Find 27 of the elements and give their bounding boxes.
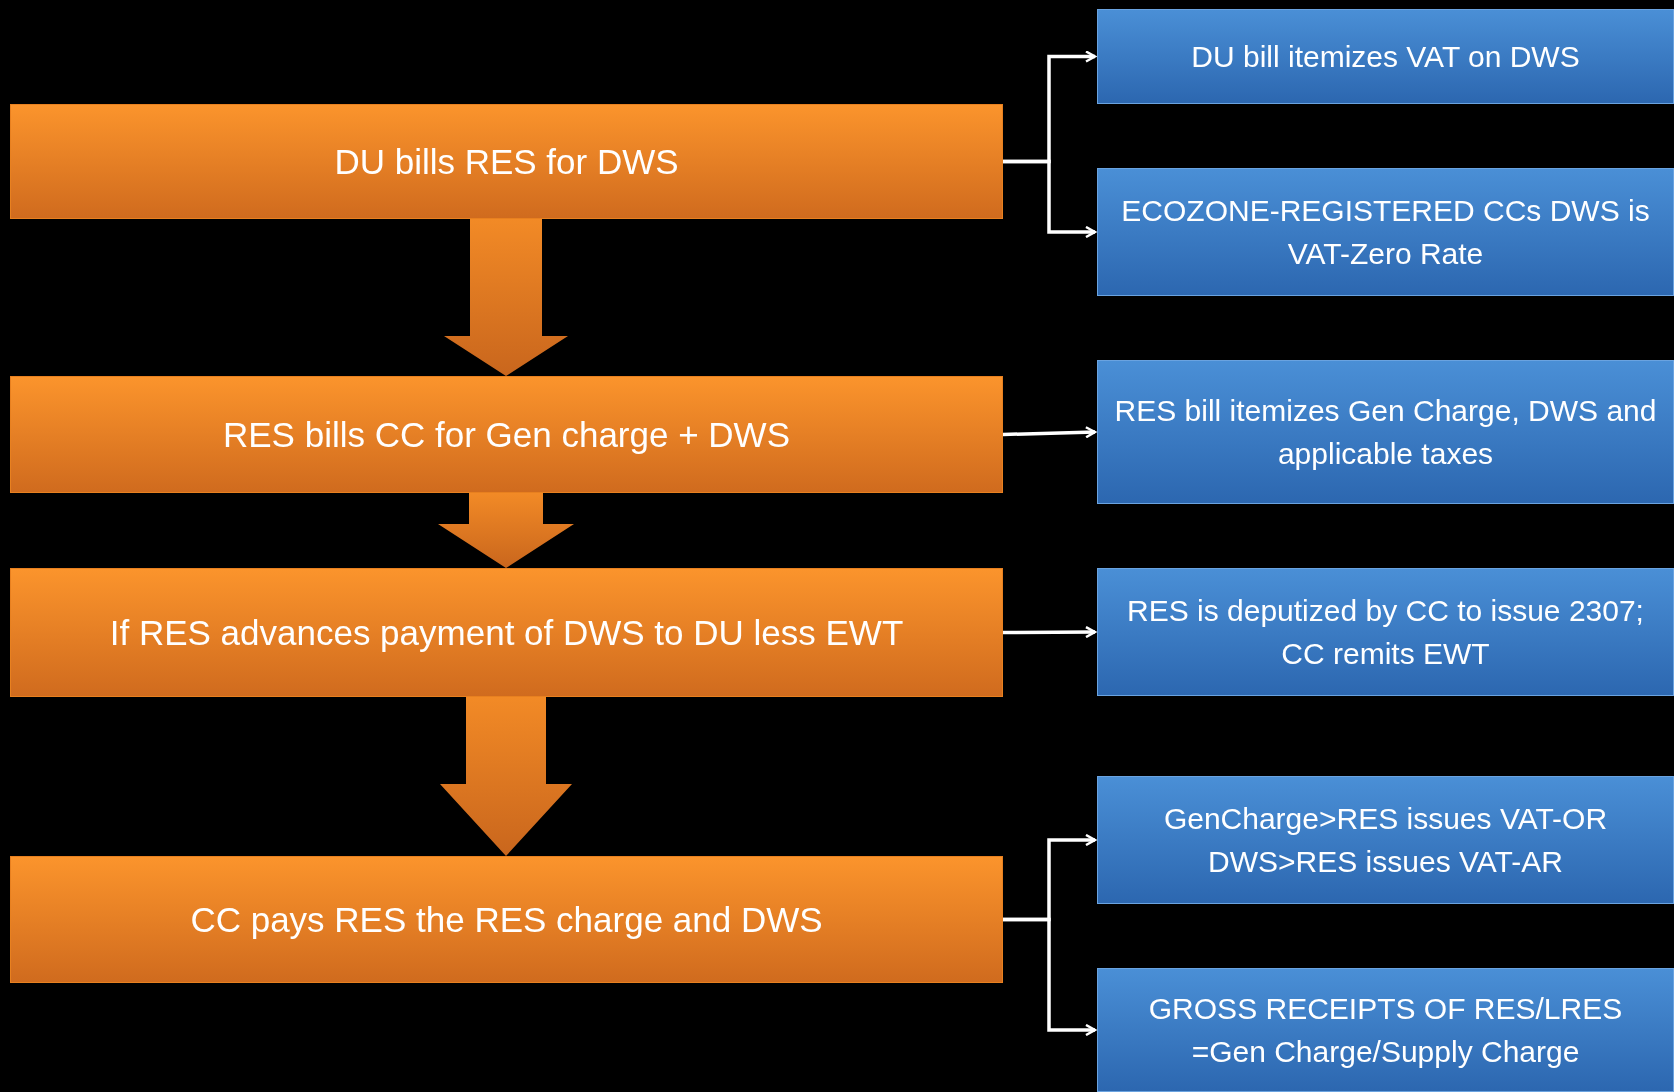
note-box <box>1097 776 1674 904</box>
process-box <box>10 104 1003 219</box>
box-text: If RES advances payment of DWS to DU less EWT <box>108 612 905 653</box>
box-text: DU bills RES for DWS <box>333 141 680 182</box>
process-box <box>10 568 1003 697</box>
block-arrow <box>438 493 574 568</box>
note-box <box>1097 968 1674 1092</box>
box-text: RES is deputized by CC to issue 2307; CC remits EWT <box>1126 592 1645 672</box>
process-box <box>10 856 1003 983</box>
box-text: RES bills CC for Gen charge + DWS <box>222 414 791 455</box>
process-box <box>10 376 1003 493</box>
note-box <box>1097 9 1674 104</box>
arrow <box>1002 426 1097 439</box>
arrow <box>1003 159 1097 239</box>
arrow <box>1003 625 1097 639</box>
box-text: DU bill itemizes VAT on DWS <box>1190 38 1581 75</box>
note-box <box>1097 168 1674 296</box>
box-text: GROSS RECEIPTS OF RES/LRES =Gen Charge/Supply Charge <box>1147 990 1624 1070</box>
note-box <box>1097 360 1674 504</box>
box-text: RES bill itemizes Gen Charge, DWS and applicable taxes <box>1113 392 1658 472</box>
note-box <box>1097 568 1674 696</box>
box-text: CC pays RES the RES charge and DWS <box>189 899 824 940</box>
box-text: ECOZONE-REGISTERED CCs DWS is VAT-Zero Rate <box>1120 192 1651 272</box>
block-arrow <box>440 697 572 856</box>
block-arrow <box>444 219 568 376</box>
arrow <box>1003 917 1097 1037</box>
box-text: GenCharge>RES issues VAT-OR DWS>RES issues VAT-AR <box>1162 800 1609 880</box>
